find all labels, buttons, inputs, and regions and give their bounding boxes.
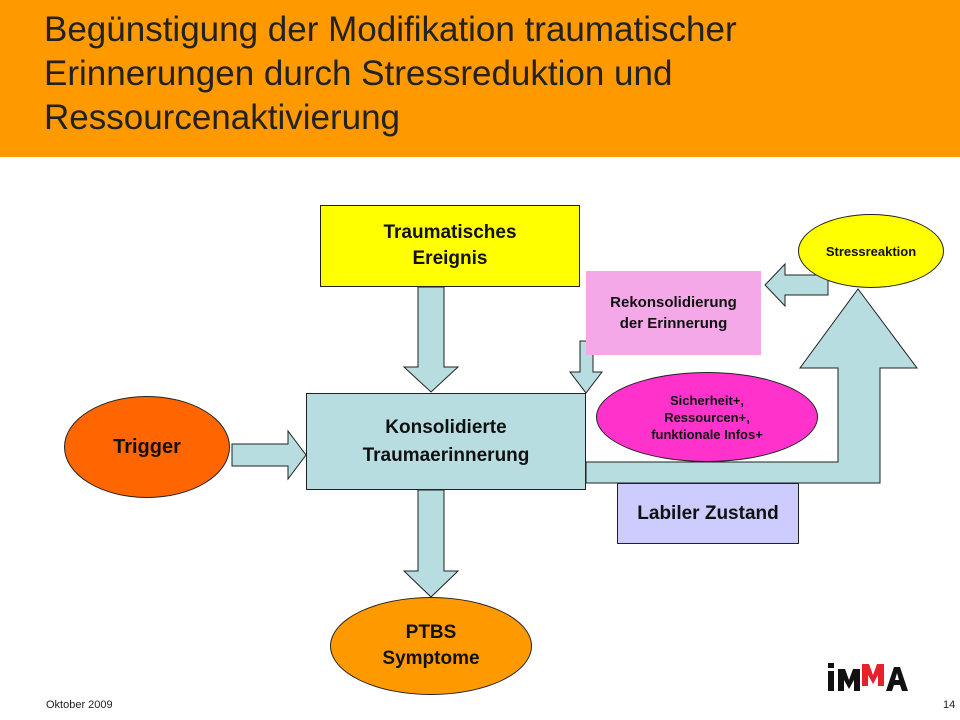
title-bar — [0, 0, 960, 157]
page-number: 14 — [943, 699, 956, 711]
stress-reaction-ellipse: Stressreaktion — [798, 214, 944, 288]
consolidated-memory-box: Konsolidierte Traumaerinnerung — [306, 393, 586, 490]
imma-logo-mark — [828, 663, 908, 691]
labile-state-box: Labiler Zustand — [617, 483, 799, 544]
arrow-trigger-to-memory — [231, 429, 307, 481]
slide-title: Begünstigung der Modifikation traumatisc… — [44, 10, 737, 137]
arrow-event-to-memory — [402, 286, 460, 393]
trigger-ellipse: Trigger — [64, 396, 230, 498]
ptbs-ellipse: PTBS Symptome — [330, 597, 532, 695]
footer-date: Oktober 2009 — [46, 699, 113, 711]
resources-ellipse: Sicherheit+, Ressourcen+, funktionale In… — [596, 372, 818, 462]
arrow-stress-to-reconsolidation — [764, 262, 829, 308]
arrow-memory-to-ptbs — [402, 489, 460, 598]
traumatic-event-box: Traumatisches Ereignis — [320, 205, 580, 287]
reconsolidation-box: Rekonsolidierung der Erinnerung — [586, 271, 761, 355]
imma-logo — [828, 663, 908, 691]
